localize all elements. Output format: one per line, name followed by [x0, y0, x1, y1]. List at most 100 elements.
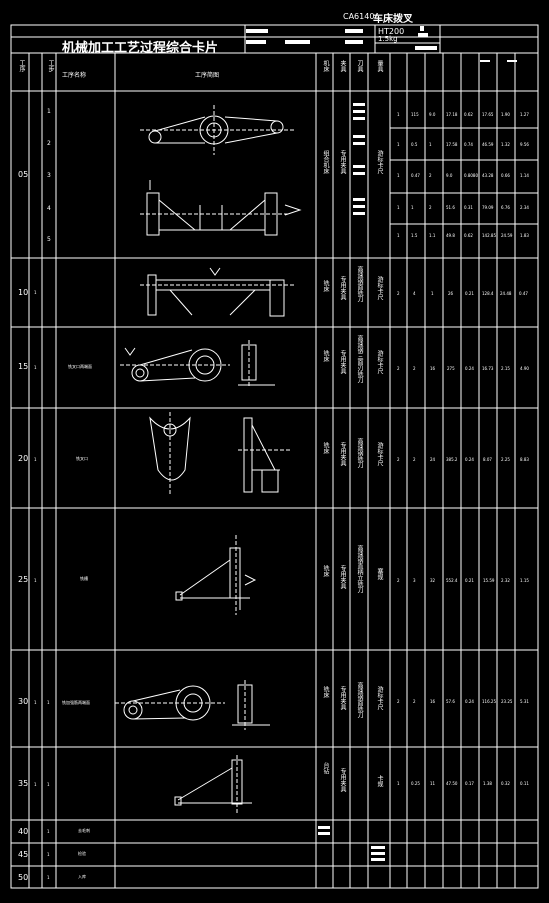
tm-20: 8.07 [483, 457, 492, 462]
tm-30: 116.25 [482, 699, 496, 704]
step-05-3: 3 [47, 172, 51, 179]
step-45-1: 1 [47, 852, 50, 857]
gauge-35: 卡规 [376, 775, 383, 787]
rpm-30: 0.24 [465, 699, 474, 704]
feeds-15: 2 [397, 366, 400, 371]
feeds-05-3: 1 [397, 173, 400, 178]
tt-30: 5.31 [520, 699, 529, 704]
rpm-35: 0.17 [465, 781, 474, 786]
step-05-1: 1 [47, 108, 51, 115]
v-35: 47.50 [446, 781, 458, 786]
col-process-no: 工序 [18, 60, 25, 72]
process-no-10: 10 [18, 288, 29, 297]
step-30-2: 1 [47, 700, 50, 705]
tt-05-2: 9.56 [520, 142, 529, 147]
feeds-05-4: 1 [397, 205, 400, 210]
tt-05-5: 1.83 [520, 233, 529, 238]
speed-30: 16 [430, 699, 436, 704]
tb-25: 2.32 [501, 578, 510, 583]
tb-05-4: 6.76 [501, 205, 510, 210]
fixture-25: 专用夹具 [339, 565, 346, 589]
step-50-1: 1 [47, 875, 50, 880]
col-step: 工步 [47, 60, 54, 72]
v-25: 552.4 [446, 578, 458, 583]
v-05-1: 17.18 [446, 112, 458, 117]
machine-25: 铣床 [322, 565, 329, 577]
machine-15: 铣床 [322, 350, 329, 362]
rpm-15: 0.24 [465, 366, 474, 371]
tb-30: 23.25 [501, 699, 513, 704]
rpm-05-2: 0.74 [464, 142, 473, 147]
speed-05-1: 9.0 [429, 112, 436, 117]
process-no-15: 15 [18, 362, 29, 371]
tb-05-1: 1.90 [501, 112, 510, 117]
rpm-10: 0.21 [465, 291, 474, 296]
process-name-50: 入库 [78, 874, 86, 879]
step-35-1: 1 [34, 782, 37, 787]
speed-35: 11 [430, 781, 436, 786]
tool-25: 高速钢直柄立铣刀 [356, 545, 363, 593]
col-process-name: 工序名称 [62, 72, 87, 79]
process-no-40: 40 [18, 827, 29, 836]
tm-05-2: 46.59 [482, 142, 494, 147]
process-no-20: 20 [18, 454, 29, 463]
tt-05-3: 1.14 [520, 173, 529, 178]
fixture-10: 专用夹具 [339, 276, 346, 300]
v-05-2: 17.58 [446, 142, 458, 147]
fixture-35: 专用夹具 [339, 768, 346, 792]
tool-15: 高速钢三面刃铣刀 [356, 335, 363, 383]
step-15-1: 1 [34, 365, 37, 370]
step-30-1: 1 [34, 700, 37, 705]
tt-35: 0.11 [520, 781, 529, 786]
tb-35: 0.32 [501, 781, 510, 786]
v-20: 385.2 [446, 457, 458, 462]
rpm-20: 0.24 [465, 457, 474, 462]
rpm-05-5: 0.62 [464, 233, 473, 238]
process-no-05: 05 [18, 170, 29, 179]
gauge-15: 游标卡尺 [376, 350, 383, 374]
process-name-45: 检验 [78, 851, 86, 856]
tm-05-3: 43.28 [482, 173, 494, 178]
process-no-25: 25 [18, 575, 29, 584]
col-fixture: 夹具 [339, 60, 346, 72]
speed-10: 1 [431, 291, 434, 296]
feeds-10: 2 [397, 291, 400, 296]
tb-05-5: 24.59 [501, 233, 513, 238]
feeds-20: 2 [397, 457, 400, 462]
feeds-05-2: 1 [397, 142, 400, 147]
gauge-30: 游标卡尺 [376, 686, 383, 710]
cut-10: 4 [413, 291, 416, 296]
process-name-30: 铣加强筋两端面 [62, 700, 90, 705]
v-15: 275 [447, 366, 455, 371]
card-title: 机械加工工艺过程综合卡片 [62, 41, 219, 56]
cut-30: 2 [413, 699, 416, 704]
col-tool: 刀具 [356, 60, 363, 72]
material: HT200 [378, 27, 405, 36]
tb-10: 24.48 [500, 291, 512, 296]
gauge-05: 游标卡尺 [376, 150, 383, 174]
v-05-4: 51.6 [446, 205, 455, 210]
cut-25: 3 [413, 578, 416, 583]
col-process-sketch: 工序简图 [195, 72, 220, 79]
tt-05-4: 2.34 [520, 205, 529, 210]
weight: 1.5kg [378, 35, 398, 43]
tb-20: 2.25 [501, 457, 510, 462]
tm-25: 15.59 [483, 578, 495, 583]
cut-05-1: 115 [411, 112, 419, 117]
tm-10: 128.4 [482, 291, 494, 296]
v-05-3: 9.0 [446, 173, 453, 178]
step-10-1: 1 [34, 290, 37, 295]
step-05-2: 2 [47, 140, 51, 147]
step-05-5: 5 [47, 236, 51, 243]
process-name-15: 铣叉口两端面 [68, 364, 92, 369]
feeds-35: 1 [397, 781, 400, 786]
step-40-1: 1 [47, 829, 50, 834]
col-gauge: 量具 [376, 60, 383, 72]
fixture-15: 专用夹具 [339, 350, 346, 374]
machine-30: 铣床 [322, 686, 329, 698]
feeds-05-5: 1 [397, 233, 400, 238]
v-30: 57.6 [446, 699, 455, 704]
rpm-25: 0.21 [465, 578, 474, 583]
tool-20: 高速钢铣刀 [356, 438, 363, 468]
